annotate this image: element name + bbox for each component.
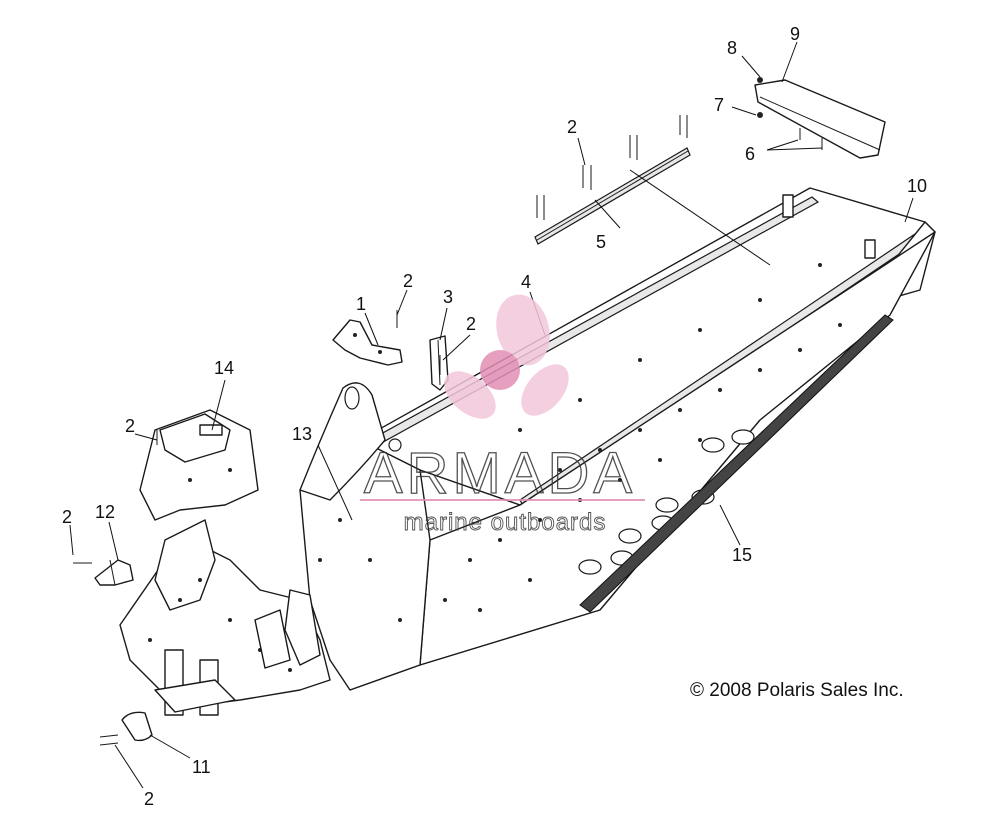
callout-11: 11 xyxy=(192,757,211,777)
callout-8: 8 xyxy=(727,38,737,58)
callout-5: 5 xyxy=(596,232,606,252)
callout-13: 13 xyxy=(292,424,312,444)
watermark-brand: ARMADA xyxy=(364,441,636,506)
callout-15: 15 xyxy=(732,545,752,565)
propeller-logo-icon xyxy=(444,294,569,419)
callout-2: 2 xyxy=(567,117,577,137)
leader-lines xyxy=(69,41,914,789)
part-11-plate xyxy=(121,711,153,742)
watermark: ARMADA marine outboards xyxy=(360,294,645,536)
part-3-bracket xyxy=(429,335,449,391)
callout-labels: 1 2 3 2 4 2 5 6 7 8 9 10 13 14 2 2 12 11… xyxy=(62,24,927,809)
tunnel-assembly xyxy=(299,187,936,691)
part-15-strip xyxy=(579,314,894,613)
callout-2: 2 xyxy=(403,271,413,291)
callout-2: 2 xyxy=(466,314,476,334)
part-12-clip xyxy=(94,559,134,586)
callout-4: 4 xyxy=(521,272,531,292)
callout-2: 2 xyxy=(125,416,135,436)
front-bulkhead xyxy=(119,519,331,716)
callout-1: 1 xyxy=(356,294,366,314)
callout-9: 9 xyxy=(790,24,800,44)
copyright-notice: © 2008 Polaris Sales Inc. xyxy=(690,680,904,701)
part-9-plate xyxy=(754,79,886,159)
callout-6: 6 xyxy=(745,144,755,164)
callout-14: 14 xyxy=(214,358,234,378)
part-5-rail xyxy=(534,147,691,245)
callout-12: 12 xyxy=(95,502,115,522)
callout-7: 7 xyxy=(714,95,724,115)
fasteners xyxy=(73,77,823,746)
part-14-bracket xyxy=(139,409,259,521)
callout-10: 10 xyxy=(907,176,927,196)
callout-2: 2 xyxy=(144,789,154,809)
watermark-tagline: marine outboards xyxy=(404,509,607,536)
callout-2: 2 xyxy=(62,507,72,527)
callout-3: 3 xyxy=(443,287,453,307)
part-1-bracket xyxy=(332,319,403,366)
